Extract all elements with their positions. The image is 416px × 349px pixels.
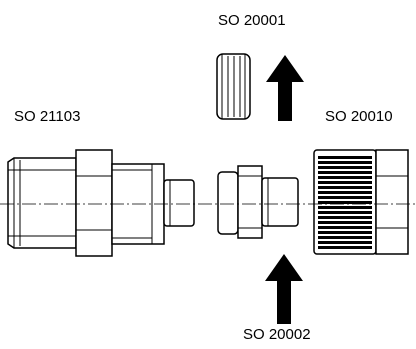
knurl-ridge: [318, 246, 372, 249]
knurl-ridge: [318, 226, 372, 229]
insert-part: [217, 165, 299, 239]
knurl-ridge: [318, 201, 372, 204]
knurl-ridge: [318, 231, 372, 234]
knurl-ridge: [318, 186, 372, 189]
knurl-ridge: [318, 206, 372, 209]
knurl-ridge: [318, 171, 372, 174]
arrow-up-from-insert-icon: [265, 254, 303, 324]
arrow-up-to-seal-ring-icon: [266, 55, 304, 121]
male-adapter-part: [7, 149, 195, 257]
knurl-ridge: [318, 176, 372, 179]
knurl-ridge: [318, 156, 372, 159]
knurl-ridge: [318, 181, 372, 184]
knurl-ridge: [318, 196, 372, 199]
knurl-ridge: [318, 211, 372, 214]
knurl-ridge: [318, 221, 372, 224]
knurl-ridge: [318, 166, 372, 169]
label-male-adapter: SO 21103: [14, 108, 80, 125]
label-union-nut: SO 20010: [325, 108, 393, 125]
seal-ring-part: [216, 53, 251, 120]
knurl-ridge: [318, 236, 372, 239]
knurl-ridge: [318, 216, 372, 219]
knurl-ridge: [318, 161, 372, 164]
union-nut-part: [313, 149, 409, 255]
label-seal-ring: SO 20001: [218, 12, 286, 29]
knurl-ridge: [318, 241, 372, 244]
knurl-pattern: [318, 156, 372, 249]
label-insert: SO 20002: [243, 326, 311, 343]
knurl-ridge: [318, 191, 372, 194]
